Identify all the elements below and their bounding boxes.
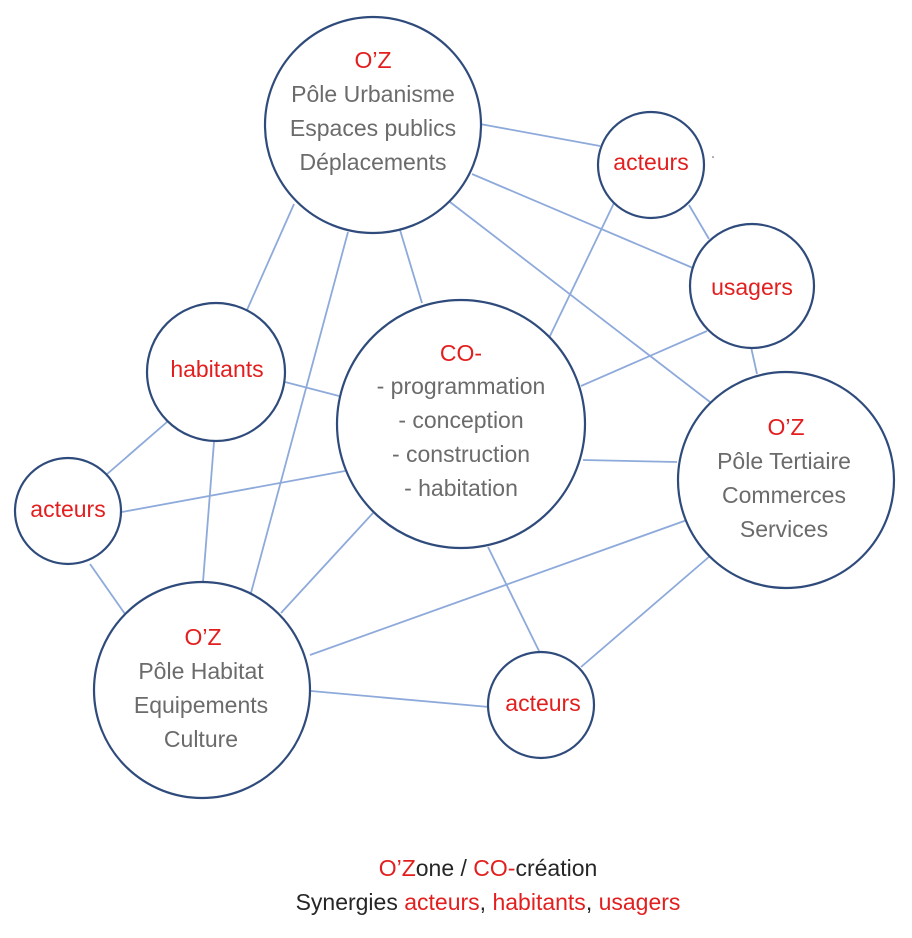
node-line: - habitation [404,475,518,501]
node-line: Pôle Urbanisme [291,81,455,107]
node-line: Services [740,516,828,542]
link-urbanisme-co [399,229,423,304]
link-acteurs-left-co [121,470,346,513]
link-habitants-co [284,381,340,397]
link-urbanisme-habitat [247,231,349,605]
node-line: Pôle Tertiaire [717,448,851,474]
node-line: Pôle Habitat [138,658,264,684]
node-line: - conception [398,407,523,433]
node-acteurs-top: acteurs [596,110,706,220]
node-usagers: usagers [688,222,816,350]
link-acteurs-top-co [548,202,615,339]
caption-habitants: habitants [492,889,585,915]
link-co-tertiaire [582,459,678,463]
node-label: acteurs [613,149,688,175]
caption-oz-rest: one / [416,855,474,881]
node-co-creation: CO- - programmation - conception - const… [335,298,587,550]
node-label: acteurs [30,496,105,522]
caption: O’Zone / CO-création Synergies acteurs, … [296,855,681,915]
caption-line-2: Synergies acteurs, habitants, usagers [296,889,681,915]
node-habitants: habitants [145,301,287,443]
node-pole-habitat: O’Z Pôle Habitat Equipements Culture [92,580,312,800]
link-tertiaire-habitat [309,519,688,656]
node-tag: O’Z [767,414,804,440]
caption-acteurs: acteurs [404,889,479,915]
node-pole-urbanisme: O’Z Pôle Urbanisme Espaces publics Dépla… [263,15,483,235]
link-urbanisme-usagers [471,173,694,269]
link-habitants-acteurs-left [105,421,168,476]
link-urbanisme-tertiaire [449,201,711,403]
caption-oz: O’Z [379,855,416,881]
caption-usagers: usagers [599,889,681,915]
node-tag: O’Z [184,624,221,650]
connections [89,123,758,708]
caption-sep: , [480,889,493,915]
link-acteurs-left-habitat [89,563,126,615]
node-line: Déplacements [299,149,446,175]
stray-dot [712,156,714,158]
link-urbanisme-habitants [246,203,295,311]
node-line: - construction [392,441,530,467]
link-co-acteurs-bottom [487,546,541,654]
caption-co-rest: création [515,855,597,881]
link-usagers-tertiaire [750,346,758,375]
node-line: Commerces [722,482,846,508]
caption-line-1: O’Zone / CO-création [379,855,598,881]
node-tag: CO- [440,340,482,366]
node-line: Culture [164,726,238,752]
link-tertiaire-acteurs-bottom [580,555,711,668]
link-acteurs-top-usagers [688,204,710,240]
caption-prefix: Synergies [296,889,405,915]
link-habitants-habitat [202,441,215,583]
link-co-habitat [280,512,374,614]
caption-co: CO- [473,855,515,881]
node-acteurs-bottom: acteurs [486,650,596,760]
node-line: Equipements [134,692,268,718]
node-pole-tertiaire: O’Z Pôle Tertiaire Commerces Services [676,370,896,590]
node-label: acteurs [505,690,580,716]
link-urbanisme-acteurs-top [479,123,601,147]
node-label: usagers [711,274,793,300]
caption-sep: , [586,889,599,915]
node-tag: O’Z [354,47,391,73]
node-line: - programmation [377,373,546,399]
link-usagers-co [580,330,708,387]
node-acteurs-left: acteurs [13,456,123,566]
node-line: Espaces publics [290,115,456,141]
link-habitat-acteurs-bottom [310,690,490,708]
node-label: habitants [170,356,263,382]
